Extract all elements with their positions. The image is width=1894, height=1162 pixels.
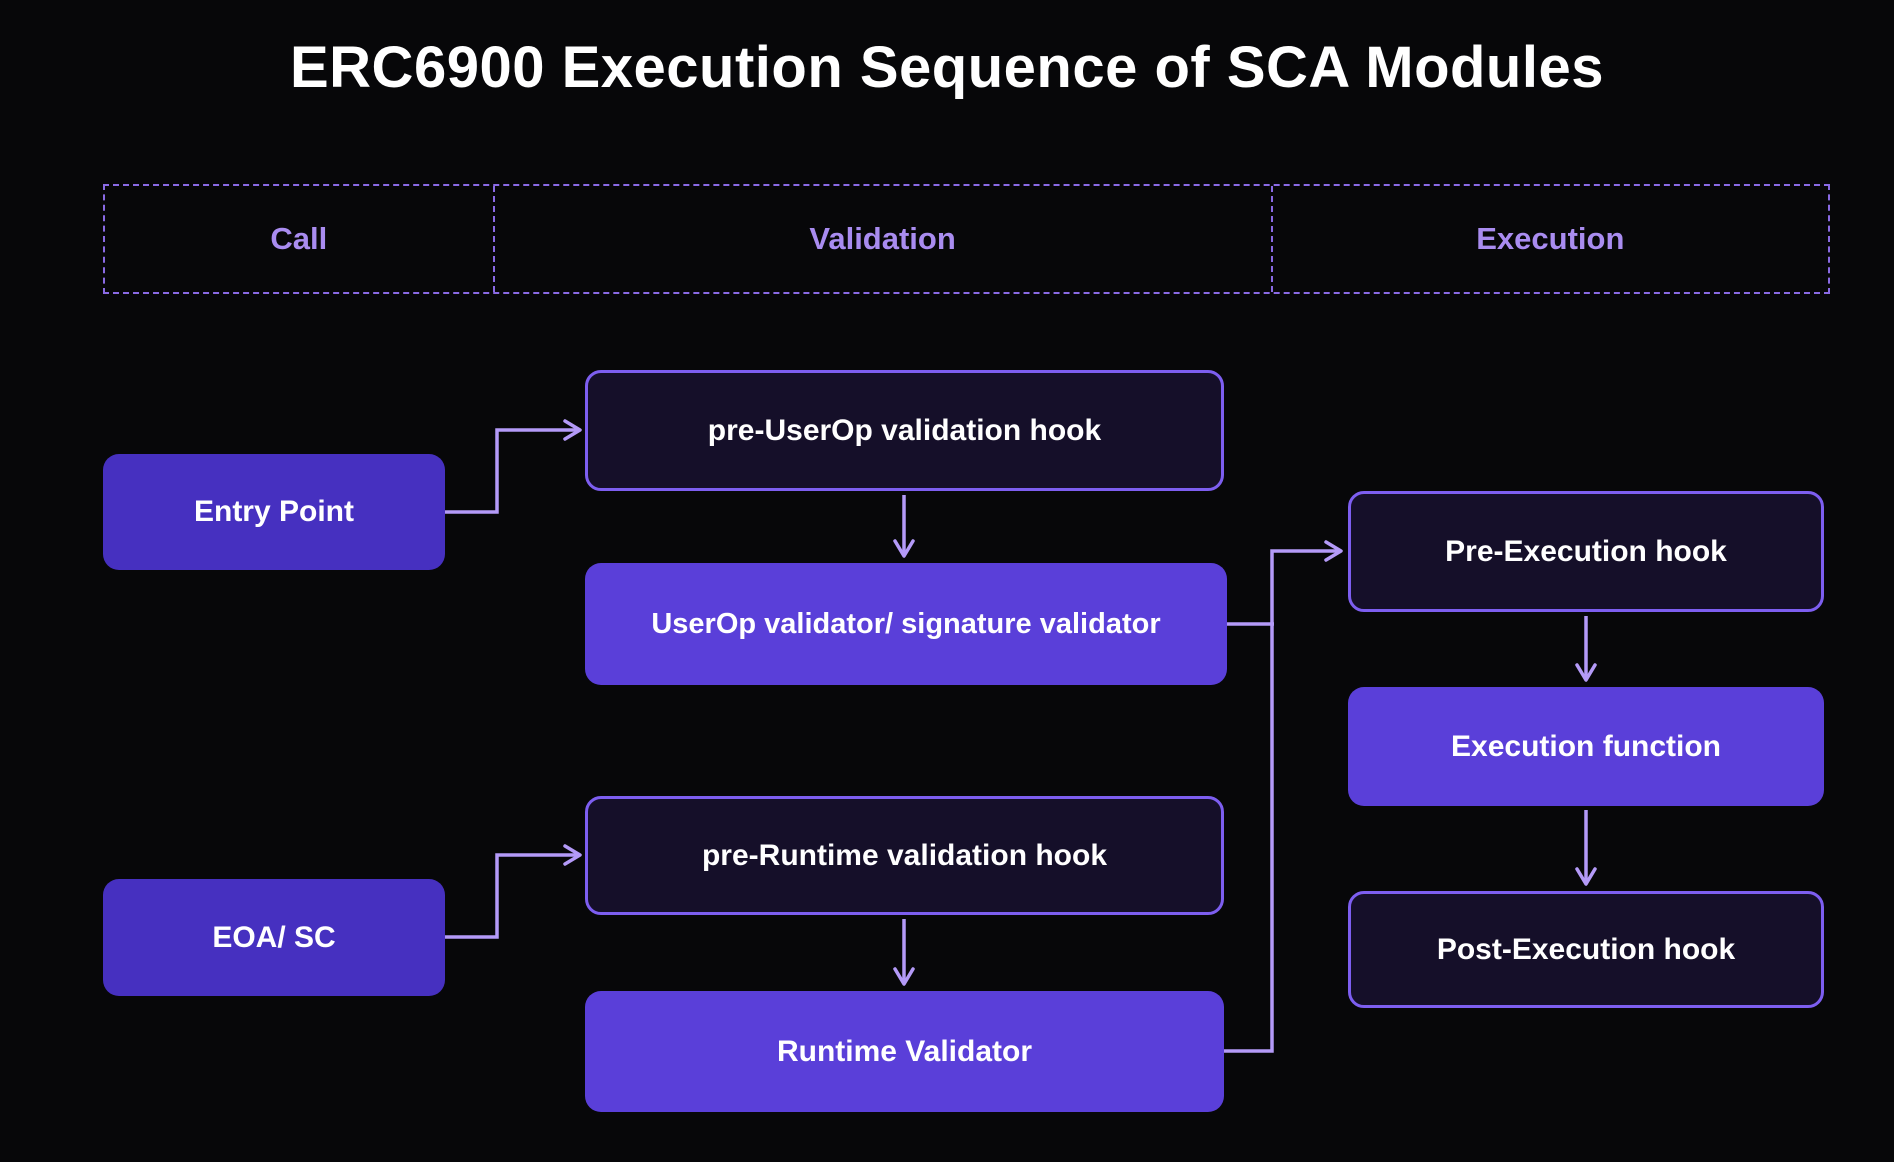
lane-execution-label: Execution [1476,221,1625,256]
lane-validation-label: Validation [809,221,956,256]
lane-execution: Execution [1270,186,1828,292]
lane-call-label: Call [270,221,328,256]
node-post-execution-label: Post-Execution hook [1436,932,1736,966]
node-post-execution-hook: Post-Execution hook [1348,891,1824,1008]
node-userop-validator: UserOp validator/ signature validator [585,563,1227,685]
node-eoa-sc: EOA/ SC [103,879,445,996]
node-execution-function: Execution function [1348,687,1824,806]
node-runtime-validator: Runtime Validator [585,991,1224,1112]
node-pre-runtime-validation-hook: pre-Runtime validation hook [585,796,1224,915]
page-title: ERC6900 Execution Sequence of SCA Module… [289,35,1604,100]
node-pre-runtime-label: pre-Runtime validation hook [701,838,1108,872]
node-pre-userop-label: pre-UserOp validation hook [707,413,1102,447]
node-entry-point: Entry Point [103,454,445,570]
node-pre-execution-label: Pre-Execution hook [1445,534,1727,568]
arrow-runtime-to-preexecution [1224,540,1343,1053]
lane-header: Call Validation Execution [103,184,1830,294]
lane-validation: Validation [492,186,1271,292]
arrow-eoasc-to-preruntime [445,844,582,939]
node-runtime-validator-label: Runtime Validator [776,1034,1033,1068]
node-eoa-sc-label: EOA/ SC [212,920,336,954]
node-userop-validator-label: UserOp validator/ signature validator [651,607,1161,640]
node-entry-point-label: Entry Point [193,495,354,528]
node-pre-userop-validation-hook: pre-UserOp validation hook [585,370,1224,491]
node-pre-execution-hook: Pre-Execution hook [1348,491,1824,612]
lane-call: Call [105,186,493,292]
node-execution-function-label: Execution function [1451,729,1721,763]
arrow-entrypoint-to-preuserop [445,419,582,514]
